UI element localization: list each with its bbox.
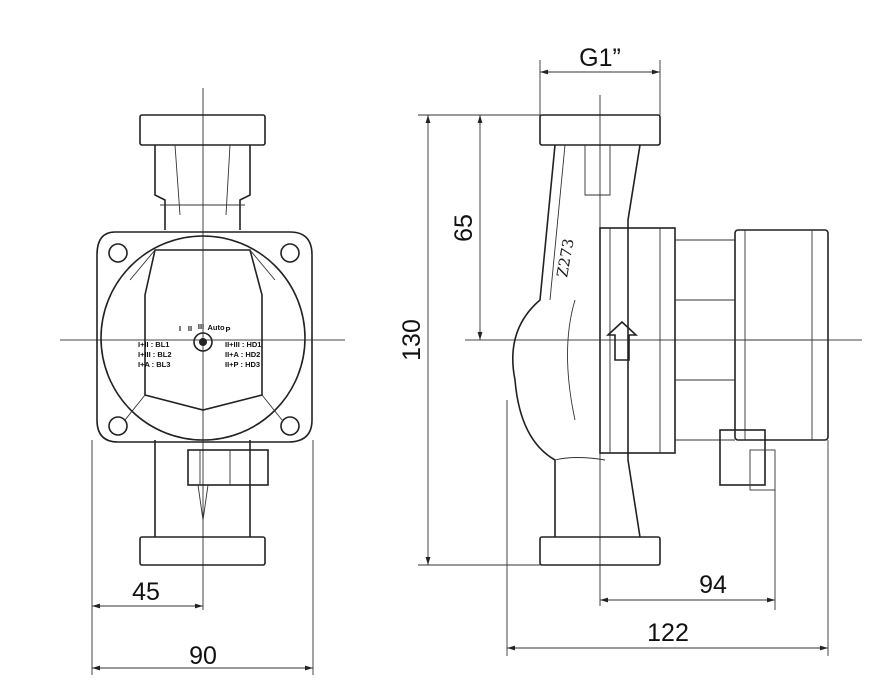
mode-bl2: I+III : BL2 (138, 350, 172, 359)
dim-45-label: 45 (132, 578, 160, 606)
mode-hd3: II+P : HD3 (225, 360, 260, 369)
side-bottom-flange (539, 536, 661, 566)
dim-65-label: 65 (450, 214, 478, 242)
bolt-top-left (108, 243, 128, 263)
side-top-flange (539, 114, 661, 146)
dim-122-label: 122 (647, 619, 689, 647)
dim-130-label: 130 (398, 319, 426, 361)
mode-hd1: II+III : HD1 (225, 340, 261, 349)
bolt-bottom-right (280, 416, 300, 436)
top-flange (139, 114, 266, 146)
dim-90-label: 90 (189, 642, 217, 670)
speed-label-1: I (179, 324, 181, 333)
selector-knob (193, 332, 213, 352)
speed-label-auto: Auto (207, 323, 224, 332)
speed-label-3: III (198, 322, 204, 331)
pump-body (512, 144, 641, 538)
mode-bl3: I+A : BL3 (138, 360, 170, 369)
control-panel (144, 249, 263, 411)
mode-bl1: I+II : BL1 (138, 340, 169, 349)
dim-g1-label: G1” (579, 44, 621, 72)
terminal-box (734, 229, 829, 441)
speed-label-2: II (188, 324, 192, 333)
speed-label-p: P (225, 325, 230, 334)
motor-housing (96, 231, 313, 443)
casting-mark: Z273 (553, 237, 578, 279)
top-neck (154, 145, 251, 230)
front-view: I II III Auto P I+II : BL1 I+III : BL2 I… (60, 88, 345, 675)
motor-side (599, 227, 676, 454)
dim-94-label: 94 (699, 571, 727, 599)
bolt-bottom-left (108, 416, 128, 436)
side-view: Z273 G1” 130 65 94 122 (398, 44, 862, 656)
flow-arrow-icon (605, 320, 639, 361)
bolt-top-right (280, 243, 300, 263)
bottom-flange (139, 536, 266, 566)
side-cable-gland (719, 429, 766, 486)
cable-gland (187, 449, 269, 486)
mode-hd2: II+A : HD2 (225, 350, 260, 359)
housing-ring (100, 235, 306, 441)
